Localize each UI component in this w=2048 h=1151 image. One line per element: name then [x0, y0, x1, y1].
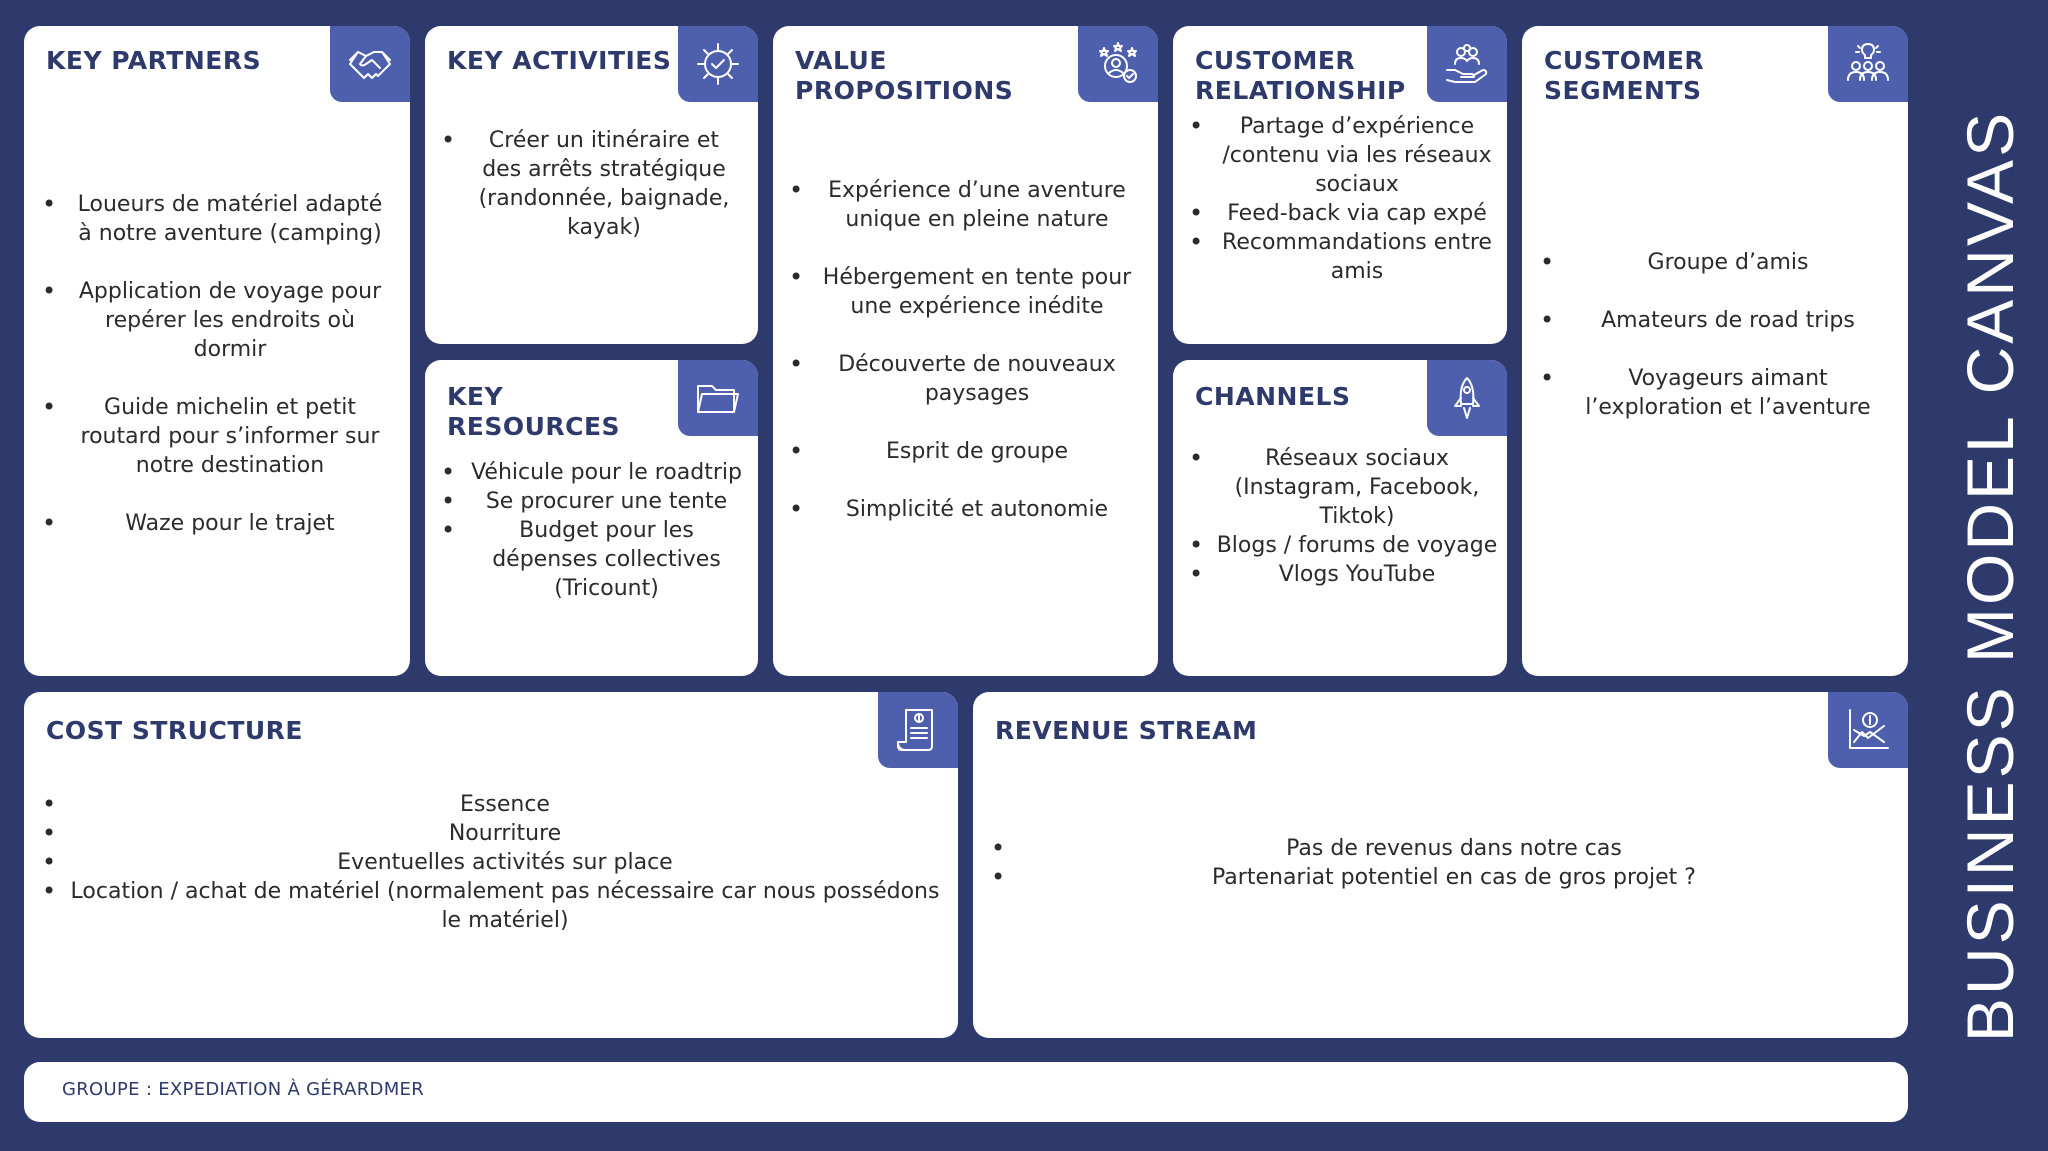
list-item: Pas de revenus dans notre cas [991, 834, 1891, 863]
revenue-chart-icon [1828, 692, 1908, 768]
list-item: Partage d’expérience /contenu via les ré… [1189, 112, 1499, 199]
customer-segments-card: CUSTOMER SEGMENTS Groupe d’amis Amateurs… [1522, 26, 1908, 676]
customer-relationship-list: Partage d’expérience /contenu via les ré… [1189, 112, 1499, 286]
gear-check-icon [678, 26, 758, 102]
customer-segments-list: Groupe d’amis Amateurs de road trips Voy… [1540, 248, 1890, 422]
list-item: Blogs / forums de voyage [1189, 531, 1499, 560]
list-item: Waze pour le trajet [42, 509, 392, 538]
list-item: Vlogs YouTube [1189, 560, 1499, 589]
key-activities-title: KEY ACTIVITIES [447, 46, 672, 75]
key-partners-list: Loueurs de matériel adapté à notre avent… [42, 190, 392, 538]
revenue-stream-card: REVENUE STREAM Pas de revenus dans notre… [973, 692, 1908, 1038]
cost-structure-card: COST STRUCTURE Essence Nourriture Eventu… [24, 692, 958, 1038]
list-item: Créer un itinéraire et des arrêts straté… [441, 126, 741, 242]
customer-relationship-title: CUSTOMER RELATIONSHIP [1195, 46, 1406, 105]
list-item: Expérience d’une aventure unique en plei… [789, 176, 1139, 234]
list-item: Découverte de nouveaux paysages [789, 350, 1139, 408]
list-item: Nourriture [42, 819, 942, 848]
key-partners-title: KEY PARTNERS [46, 46, 262, 75]
key-partners-card: KEY PARTNERS Loueurs de matériel adapté … [24, 26, 410, 676]
group-idea-icon [1828, 26, 1908, 102]
revenue-stream-list: Pas de revenus dans notre cas Partenaria… [991, 834, 1891, 892]
list-item: Réseaux sociaux (Instagram, Facebook, Ti… [1189, 444, 1499, 531]
list-item: Loueurs de matériel adapté à notre avent… [42, 190, 392, 248]
channels-list: Réseaux sociaux (Instagram, Facebook, Ti… [1189, 444, 1499, 589]
key-activities-list: Créer un itinéraire et des arrêts straté… [441, 126, 741, 242]
group-footer: GROUPE : EXPEDIATION À GÉRARDMER [24, 1062, 1908, 1122]
value-propositions-title: VALUE PROPOSITIONS [795, 46, 1014, 105]
key-activities-card: KEY ACTIVITIES Créer un itinéraire et de… [425, 26, 758, 344]
list-item: Véhicule pour le roadtrip [441, 458, 746, 487]
list-item: Essence [42, 790, 942, 819]
list-item: Recommandations entre amis [1189, 228, 1499, 286]
rocket-icon [1427, 360, 1507, 436]
hand-people-icon [1427, 26, 1507, 102]
receipt-icon [878, 692, 958, 768]
channels-card: CHANNELS Réseaux sociaux (Instagram, Fac… [1173, 360, 1507, 676]
list-item: Location / achat de matériel (normalemen… [42, 877, 942, 935]
list-item: Voyageurs aimant l’exploration et l’aven… [1540, 364, 1890, 422]
list-item: Esprit de groupe [789, 437, 1139, 466]
list-item: Eventuelles activités sur place [42, 848, 942, 877]
list-item: Simplicité et autonomie [789, 495, 1139, 524]
customer-segments-title: CUSTOMER SEGMENTS [1544, 46, 1705, 105]
channels-title: CHANNELS [1195, 382, 1351, 411]
value-propositions-card: VALUE PROPOSITIONS Expérience d’une aven… [773, 26, 1158, 676]
customer-relationship-card: CUSTOMER RELATIONSHIP Partage d’expérien… [1173, 26, 1507, 344]
cost-structure-list: Essence Nourriture Eventuelles activités… [42, 790, 942, 935]
list-item: Groupe d’amis [1540, 248, 1890, 277]
list-item: Amateurs de road trips [1540, 306, 1890, 335]
handshake-icon [330, 26, 410, 102]
list-item: Partenariat potentiel en cas de gros pro… [991, 863, 1891, 892]
value-propositions-list: Expérience d’une aventure unique en plei… [789, 176, 1139, 524]
canvas-title: BUSINESS MODEL CANVAS [1940, 0, 2040, 1151]
list-item: Se procurer une tente [441, 487, 746, 516]
key-resources-card: KEY RESOURCES Véhicule pour le roadtrip … [425, 360, 758, 676]
user-stars-icon [1078, 26, 1158, 102]
revenue-stream-title: REVENUE STREAM [995, 716, 1258, 745]
list-item: Hébergement en tente pour une expérience… [789, 263, 1139, 321]
list-item: Budget pour les dépenses collectives (Tr… [441, 516, 746, 603]
key-resources-title: KEY RESOURCES [447, 382, 621, 441]
list-item: Application de voyage pour repérer les e… [42, 277, 392, 364]
folder-icon [678, 360, 758, 436]
cost-structure-title: COST STRUCTURE [46, 716, 303, 745]
canvas-title-text: BUSINESS MODEL CANVAS [1953, 109, 2027, 1042]
list-item: Feed-back via cap expé [1189, 199, 1499, 228]
list-item: Guide michelin et petit routard pour s’i… [42, 393, 392, 480]
key-resources-list: Véhicule pour le roadtrip Se procurer un… [441, 458, 746, 603]
group-label: GROUPE : EXPEDIATION À GÉRARDMER [62, 1079, 425, 1100]
